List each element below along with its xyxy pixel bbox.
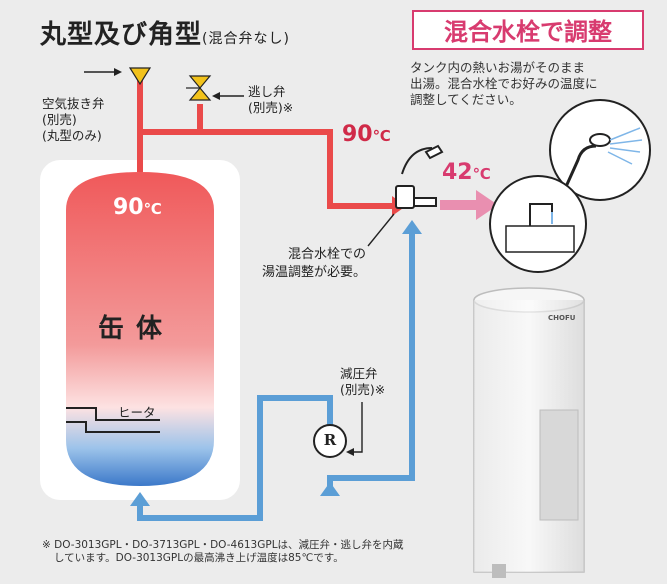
pressure-valve-label: 減圧弁 (別売)※ [340,366,385,398]
mix-pipe [440,200,478,210]
footnote: ※ DO-3013GPL・DO-3713GPL・DO-4613GPLは、減圧弁・… [42,539,442,565]
label-line: (別売) [42,112,77,127]
pressure-valve-symbol: R [323,431,337,449]
badge-description-line: 調整してください。 [410,92,522,107]
mixing-note: 混合水栓での 湯温調整が必要。 [262,246,366,282]
label-line: (別売)※ [248,100,294,115]
label-line: 逃し弁 [248,84,286,99]
sink-illustration [489,175,587,273]
title-sub: (混合弁なし) [202,31,290,47]
mixing-badge: 混合水栓で調整 [412,10,644,50]
shower-illustration [549,99,651,201]
label-line: 湯温調整が必要。 [262,265,367,280]
hot-pipe [137,78,394,209]
mixed-temperature: 42℃ [442,160,491,185]
label-line: 減圧弁 [340,366,378,381]
cold-pipe-arrow-right [320,482,340,496]
footnote-line: ※ DO-3013GPL・DO-3713GPL・DO-4613GPLは、減圧弁・… [42,539,404,551]
label-line: (丸型のみ) [42,128,102,143]
mix-pipe-arrow [476,190,498,220]
footnote-line: しています。DO-3013GPLの最高沸き上げ温度は85℃です。 [54,552,344,564]
pressure-valve-circle [313,424,347,458]
cold-pipe-arrow-left [130,492,150,506]
title-main: 丸型及び角型 [40,20,203,50]
faucet-icon [395,144,444,209]
air-vent-valve-label: 空気抜き弁 (別売) (丸型のみ) [42,96,105,144]
badge-description: タンク内の熱いお湯がそのまま 出湯。混合水栓でお好みの温度に 調整してください。 [410,60,650,108]
water-heater-product [473,287,585,578]
heater-label: ヒータ [118,405,156,420]
tank-temperature: 90℃ [113,195,162,220]
badge-description-line: タンク内の熱いお湯がそのまま [410,60,586,75]
heater-element [66,407,160,433]
air-vent-valve-icon [128,67,152,86]
label-line: 混合水栓での [288,247,367,262]
relief-valve-icon [186,75,212,101]
badge-description-line: 出湯。混合水栓でお好みの温度に [410,76,598,91]
relief-valve-label: 逃し弁 (別売)※ [248,84,293,116]
tank-label: 缶体 [98,314,175,344]
brand-logo: CHOFU [548,314,576,322]
pipe-temperature: 90℃ [342,122,391,147]
cold-pipe-arrow-up [402,220,422,234]
label-line: 空気抜き弁 [42,96,105,111]
label-line: (別売)※ [340,382,386,397]
page-title: 丸型及び角型(混合弁なし) [40,14,290,51]
tank-body [66,172,214,486]
